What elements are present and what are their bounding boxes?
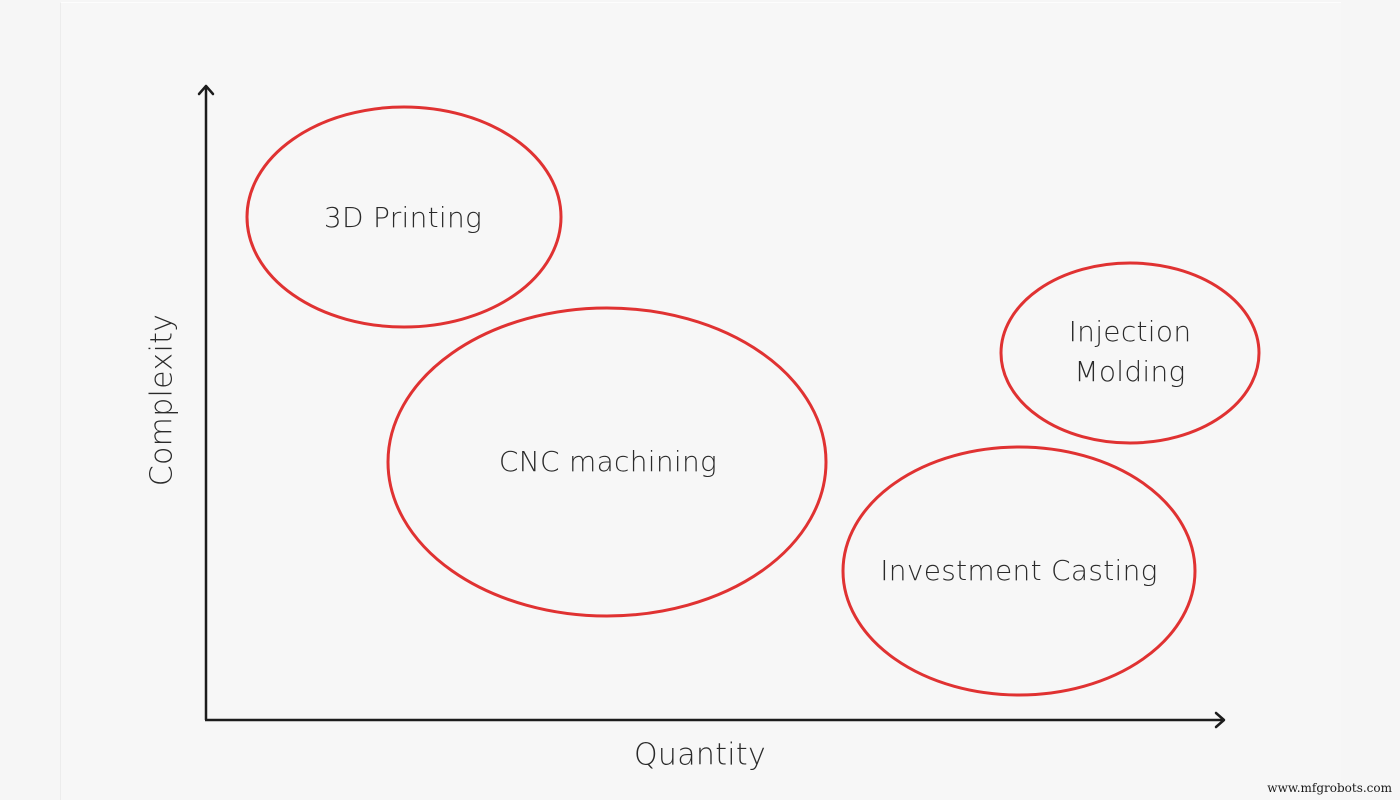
bubble-label-investment-casting-text: Investment Casting [880, 554, 1158, 587]
watermark: www.mfgrobots.com [1267, 781, 1392, 795]
bubble-label-investment-casting: Investment Casting [880, 551, 1158, 591]
bubble-3d-printing [245, 105, 563, 329]
y-axis-label: Complexity [144, 313, 180, 487]
bubble-label-3d-printing-text: 3D Printing [323, 201, 483, 234]
bubble-label-injection-molding-line2: Molding [1074, 355, 1186, 388]
x-axis-label: Quantity [633, 737, 767, 773]
bubble-cnc-machining [386, 306, 828, 618]
bubble-label-cnc-machining: CNC machining [499, 442, 717, 482]
bubble-label-injection-molding-line1: Injection [1068, 315, 1192, 348]
bubble-label-3d-printing: 3D Printing [324, 198, 482, 238]
y-axis-arrow-icon [197, 84, 215, 96]
bubble-investment-casting [841, 445, 1197, 697]
bubble-label-cnc-machining-text: CNC machining [498, 445, 718, 478]
bubble-label-injection-molding: Injection Molding [1069, 312, 1192, 392]
bubble-injection-molding [999, 261, 1261, 445]
x-axis-arrow-icon [1214, 711, 1226, 729]
